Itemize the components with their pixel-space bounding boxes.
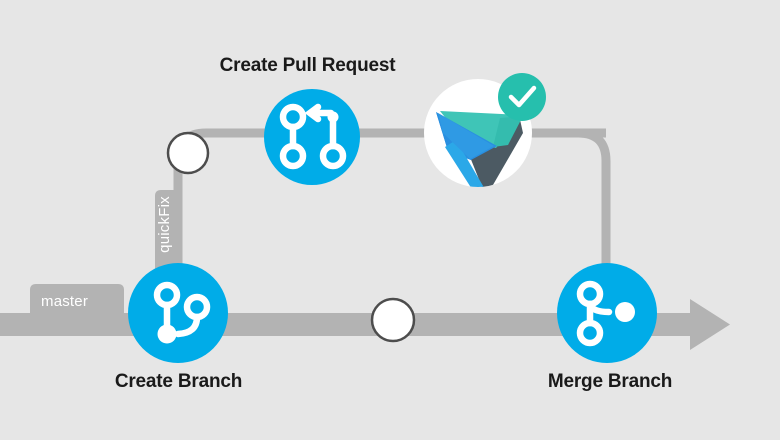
node-label-create-branch: Create Branch <box>114 371 243 392</box>
branch-tag-label-master: master <box>41 293 89 310</box>
node-label-merge-branch: Merge Branch <box>547 371 673 392</box>
commit-marker-master <box>370 297 416 343</box>
master-branch-tag <box>30 284 124 316</box>
build-success-badge <box>498 73 546 121</box>
git-merge-icon <box>576 280 635 347</box>
appveyor-logo-icon <box>436 111 523 187</box>
branch-tag-label-quickfix: quickFix <box>155 196 173 253</box>
node-merge-branch[interactable] <box>557 263 657 363</box>
git-pull-request-icon <box>279 103 347 170</box>
node-create-branch[interactable] <box>128 263 228 363</box>
quickfix-branch-line <box>173 128 611 316</box>
node-label-create-pull-request: Create Pull Request <box>219 55 396 76</box>
git-branch-icon <box>153 281 211 344</box>
node-build-status[interactable] <box>424 73 546 197</box>
node-create-pull-request[interactable] <box>264 89 360 185</box>
quickfix-branch-tag <box>155 190 180 278</box>
commit-marker-branch-point <box>166 131 210 175</box>
